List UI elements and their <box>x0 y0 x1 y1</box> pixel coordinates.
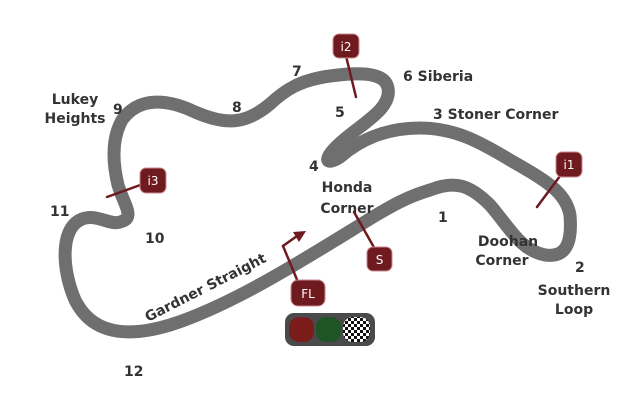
green-light-icon <box>316 317 341 342</box>
doohan-corner-label-line2: Corner <box>475 253 528 269</box>
turn-label-10: 10 <box>145 231 165 247</box>
turn-label-5: 5 <box>335 105 345 121</box>
start-marker[interactable]: S <box>352 210 393 272</box>
southern-loop-label-line1: Southern <box>538 283 611 299</box>
turn-label-7: 7 <box>292 64 302 80</box>
marker-i2-label: i2 <box>341 40 352 54</box>
turn-label-6: 6 Siberia <box>403 69 473 85</box>
start-marker-label: S <box>376 253 384 267</box>
lukey-heights-label-line1: Lukey <box>52 92 98 108</box>
marker-i1-label: i1 <box>564 158 575 172</box>
southern-loop-label-line2: Loop <box>555 302 593 318</box>
honda-corner-label-line1: Honda <box>322 180 373 196</box>
marker-i2[interactable]: i2 <box>332 33 360 99</box>
turn-label-12: 12 <box>124 364 143 380</box>
doohan-corner-label-line1: Doohan <box>478 234 538 250</box>
marker-i1[interactable]: i1 <box>535 151 583 209</box>
marker-i3-label: i3 <box>148 174 159 188</box>
checkered-flag-icon <box>343 317 370 342</box>
turn-label-8: 8 <box>232 100 242 116</box>
marker-i3[interactable]: i3 <box>105 167 167 199</box>
turn-label-1: 1 <box>438 210 448 226</box>
turn-label-9: 9 <box>113 102 123 118</box>
finish-line-marker-label: FL <box>301 287 315 301</box>
honda-corner-label-line2: Corner <box>320 201 373 217</box>
finish-line-marker[interactable]: FL <box>281 231 326 307</box>
turn-label-3: 3 Stoner Corner <box>433 107 559 123</box>
red-light-icon <box>289 317 314 342</box>
turn-label-11: 11 <box>50 204 69 220</box>
lukey-heights-label-line2: Heights <box>44 111 105 127</box>
turn-label-4: 4 <box>309 159 319 175</box>
track-path <box>58 67 577 339</box>
turn-label-2: 2 <box>575 260 585 276</box>
start-lights-legend <box>285 313 375 346</box>
arrow-icon <box>293 231 306 242</box>
